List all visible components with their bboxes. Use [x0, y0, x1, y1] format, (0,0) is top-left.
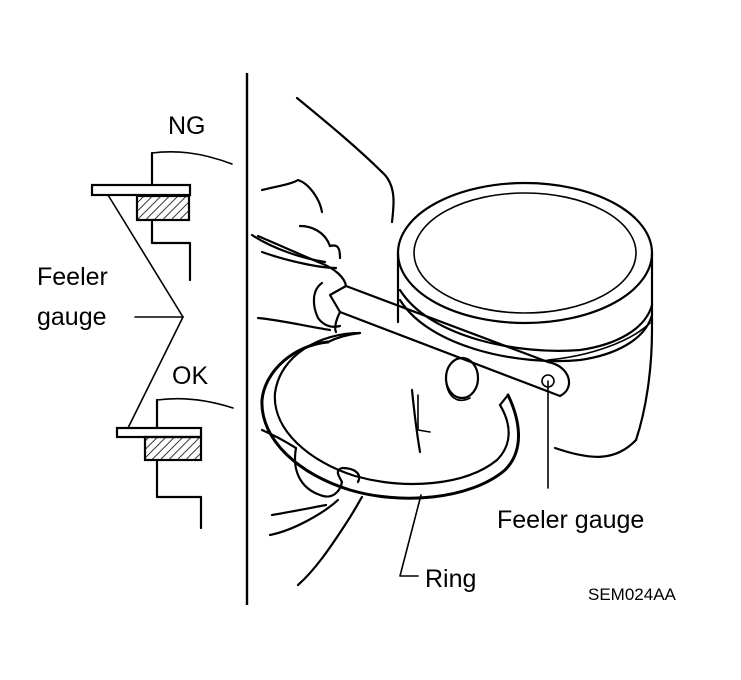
left-feeler-gauge-leaders [107, 194, 184, 429]
figure-code: SEM024AA [588, 585, 677, 604]
right-leaders [399, 380, 549, 577]
ok-label: OK [172, 362, 208, 390]
hand-lower [260, 428, 364, 587]
ok-feeler-gauge-blade [115, 426, 203, 439]
ok-ring-section [143, 435, 203, 462]
ring-label: Ring [425, 565, 476, 593]
ok-cross-section [115, 397, 234, 530]
piston-ring [260, 331, 520, 500]
right-feeler-gauge-label: Feeler gauge [497, 506, 644, 534]
left-feeler-label-line1: Feeler [37, 263, 108, 291]
ng-label: NG [168, 112, 206, 140]
ng-ring-section [135, 194, 191, 222]
piston [396, 181, 654, 458]
ng-feeler-gauge-blade [90, 183, 192, 197]
ng-cross-section [90, 150, 233, 282]
left-feeler-label-line2: gauge [37, 303, 107, 331]
hand-upper [250, 96, 395, 332]
